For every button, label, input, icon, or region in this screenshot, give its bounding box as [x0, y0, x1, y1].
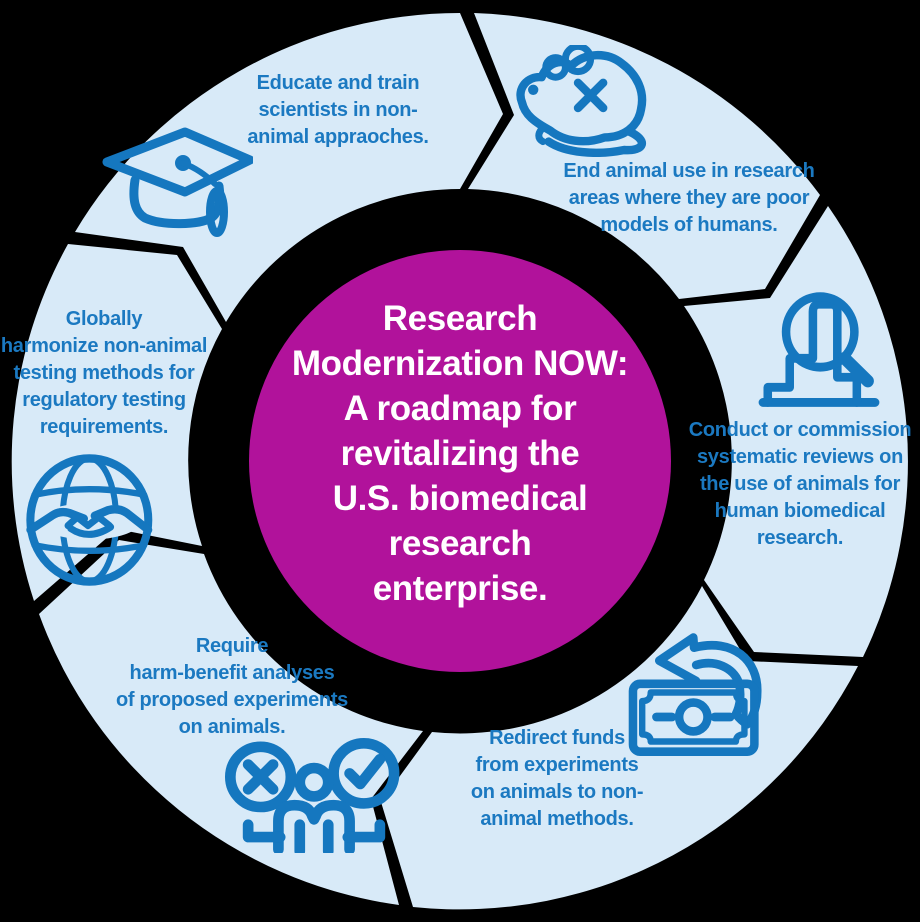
segment-label-redirect-funds: Redirect funds from experiments on anima…	[470, 727, 644, 830]
ring-segment-end-animal-use	[468, 13, 820, 299]
mouse-icon	[515, 45, 655, 157]
magnifier-chart-icon	[758, 284, 880, 410]
segment-label-systematic-reviews: Conduct or commission systematic reviews…	[688, 419, 912, 549]
segment-label-globally-harmonize: Globally harmonize non-animal testing me…	[0, 308, 208, 438]
graduation-cap-icon	[95, 122, 253, 257]
harm-benefit-icon	[225, 738, 403, 853]
globe-handshake-icon	[25, 450, 159, 590]
segment-label-educate-train: Educate and train scientists in non- ani…	[247, 72, 429, 148]
ring-segment-educate-train	[75, 13, 503, 322]
center-statement: Research Modernization NOW: A roadmap fo…	[291, 299, 629, 608]
segment-label-harm-benefit: Require harm-benefit analyses of propose…	[115, 635, 349, 738]
segment-label-end-animal-use: End animal use in research areas where t…	[563, 160, 815, 236]
ring-segment-harm-benefit	[39, 540, 423, 905]
center-disc	[249, 250, 671, 672]
ring-segment-redirect-funds	[381, 586, 858, 910]
money-redirect-icon	[628, 626, 770, 756]
